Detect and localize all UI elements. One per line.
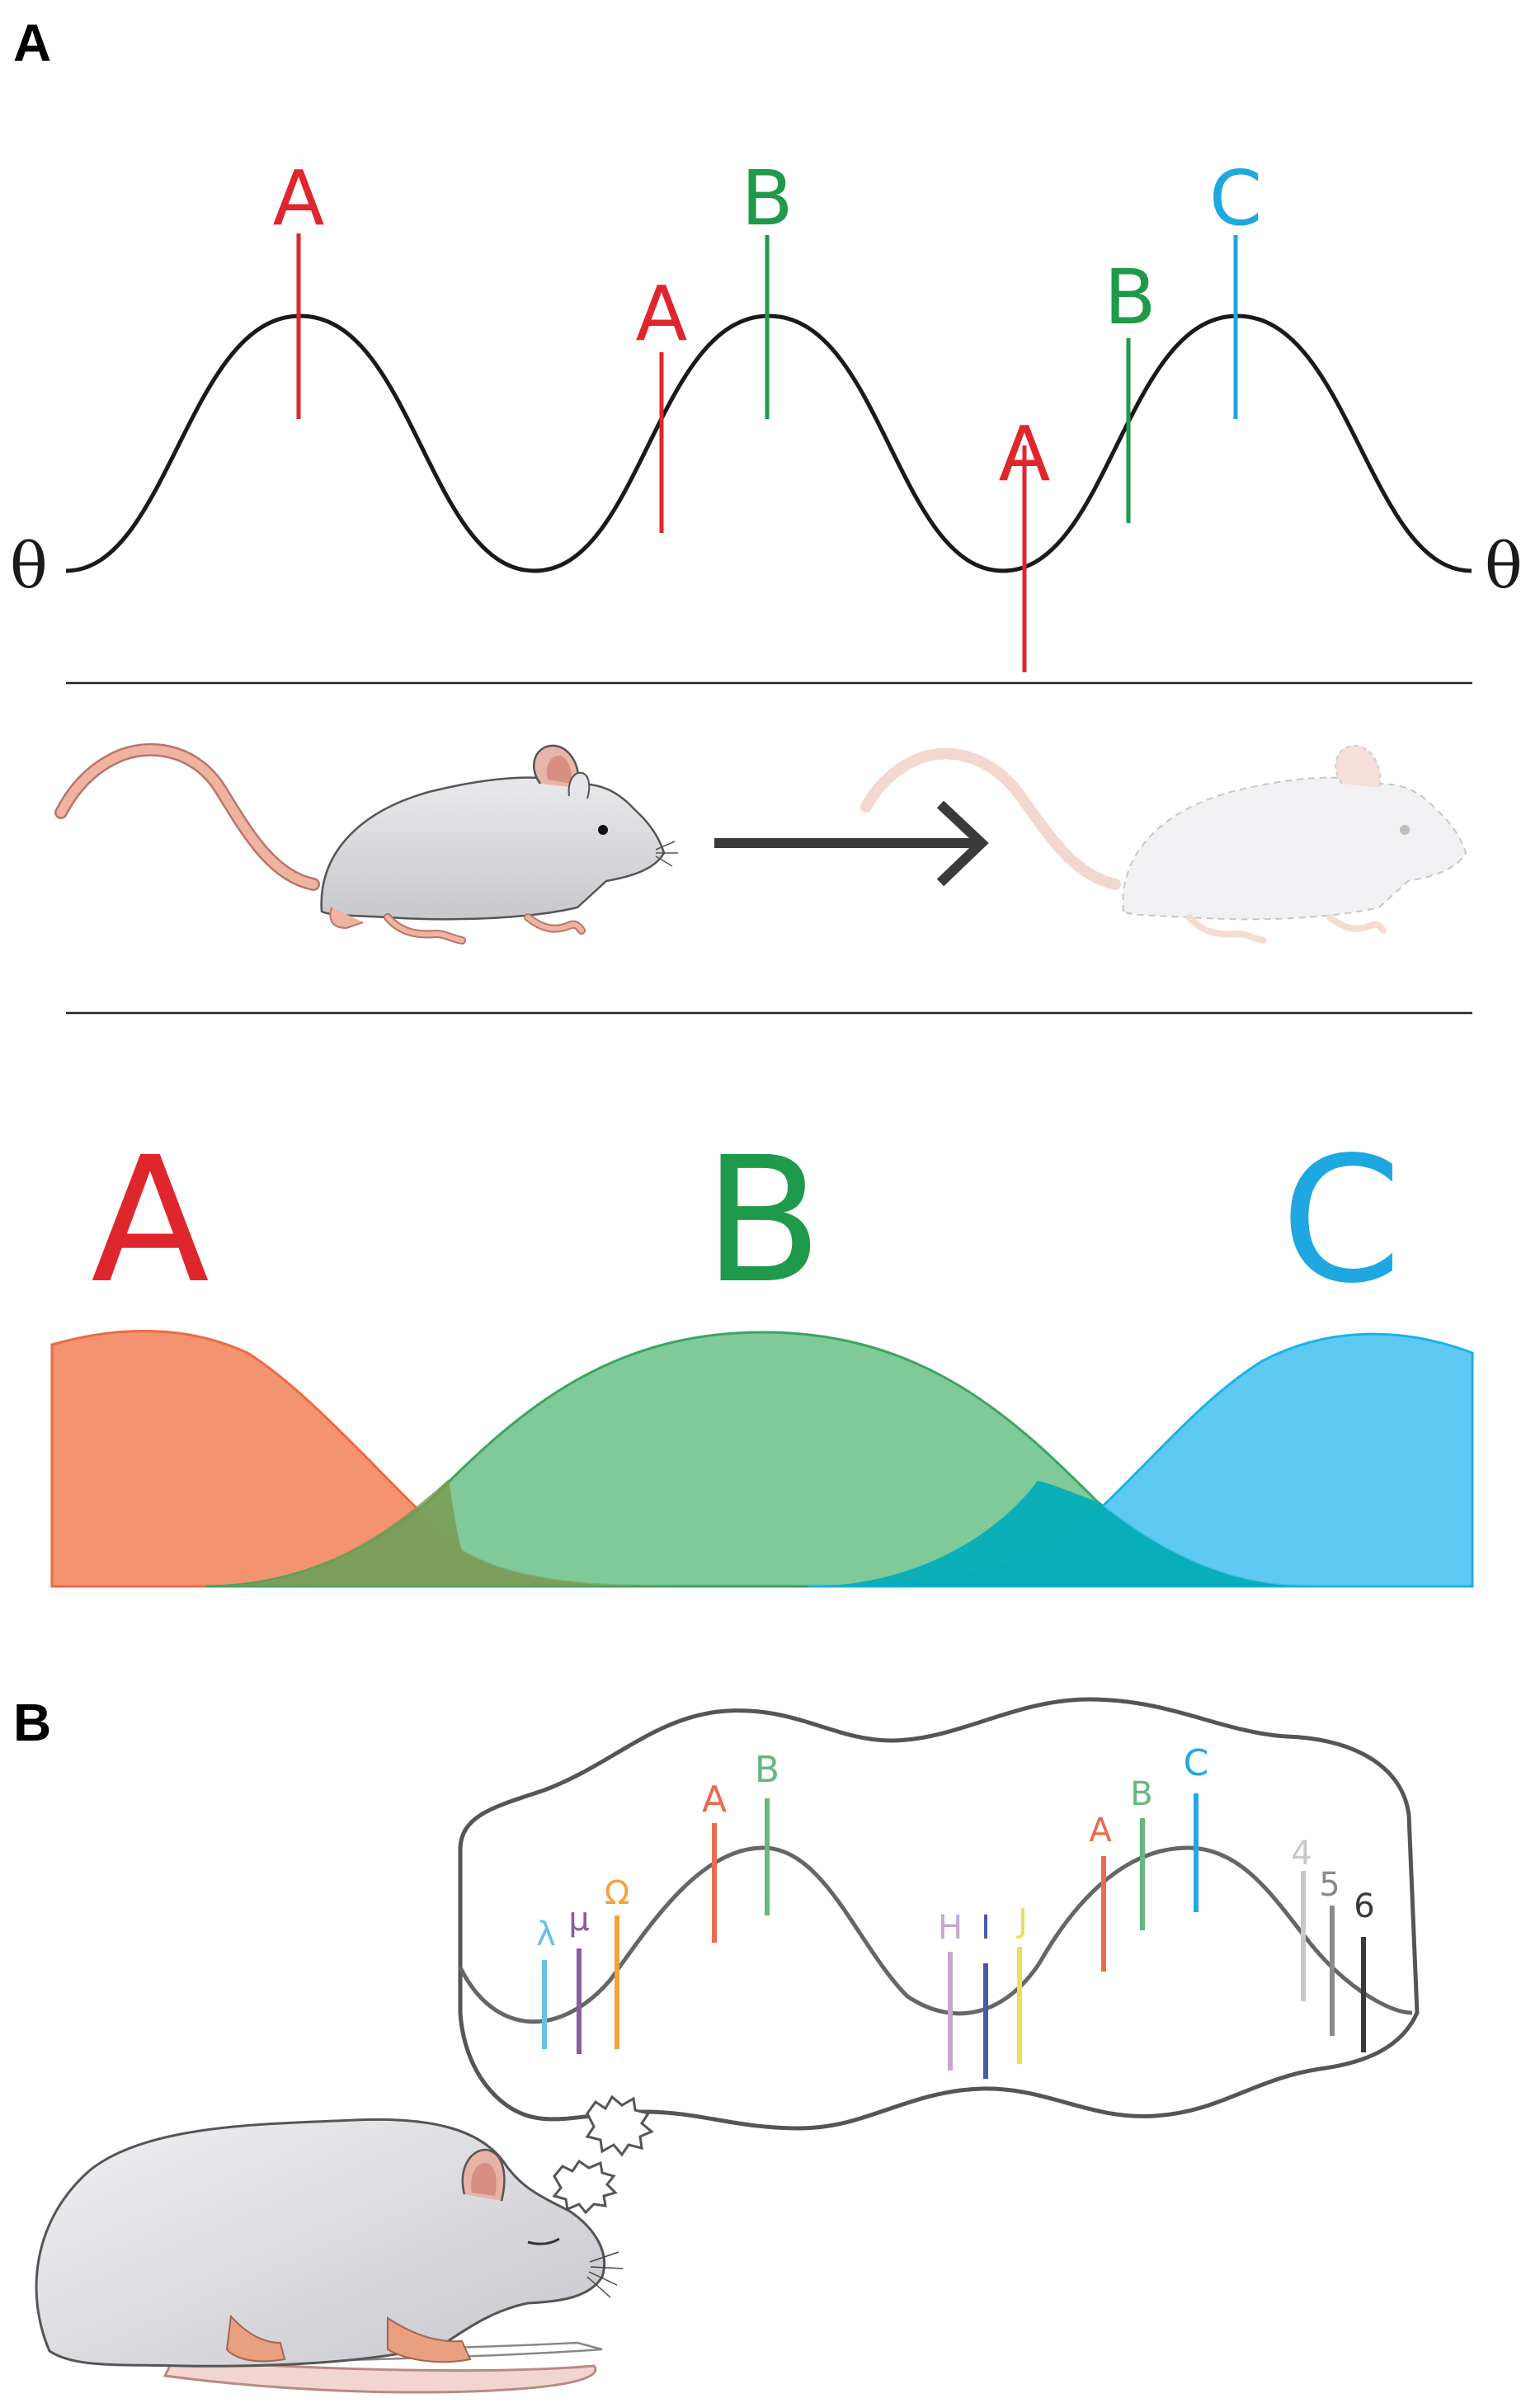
place-field-overlap-bc: [808, 1481, 1312, 1586]
theta-spike-c: C: [1209, 154, 1262, 419]
theta-spike-label: A: [999, 410, 1051, 498]
replay-spike-5: 5: [1319, 1866, 1340, 2036]
replay-spike-omega: Ω: [605, 1874, 630, 2049]
theta-spike-a-3: A: [999, 410, 1051, 672]
replay-spike-label: C: [1184, 1742, 1209, 1784]
theta-spike-label: A: [636, 270, 688, 358]
theta-spike-label: B: [1104, 253, 1156, 342]
replay-spike-a-2: A: [1089, 1812, 1112, 1972]
replay-spike-label: μ: [568, 1901, 589, 1939]
replay-spike-label: 4: [1291, 1835, 1312, 1873]
replay-spike-h: H: [938, 1909, 963, 2071]
replay-spike-label: A: [1089, 1812, 1112, 1849]
replay-spike-label: λ: [536, 1915, 556, 1953]
replay-spike-c: C: [1184, 1742, 1209, 1912]
thought-puff-1: [585, 2094, 654, 2157]
theta-spike-a-2: A: [636, 270, 688, 533]
theta-left-symbol: θ: [10, 529, 48, 602]
replay-spike-a-1: A: [702, 1779, 727, 1943]
place-field-label-b: B: [704, 1119, 822, 1322]
theta-spike-label: C: [1209, 154, 1262, 243]
replay-spike-b-2: B: [1130, 1775, 1153, 1930]
theta-spike-a-1: A: [273, 154, 325, 419]
replay-spike-6: 6: [1354, 1887, 1375, 2052]
replay-spike-label: B: [755, 1749, 779, 1791]
rat-sleeping: [35, 2118, 624, 2394]
replay-wave: [458, 1845, 1413, 2024]
mouse-running: [54, 743, 678, 945]
theta-spike-label: A: [273, 154, 325, 243]
replay-spike-label: I: [981, 1909, 991, 1947]
replay-spike-mu: μ: [568, 1901, 590, 2054]
thought-bubble: [458, 1697, 1420, 2131]
replay-spike-label: B: [1130, 1775, 1152, 1813]
theta-spike-b-2: B: [1104, 253, 1156, 523]
mouse-ghost: [860, 744, 1467, 944]
theta-spike-label: B: [741, 154, 793, 243]
replay-spike-lambda: λ: [536, 1915, 556, 2049]
replay-spike-j: J: [1015, 1902, 1028, 2064]
time-arrow: [714, 800, 989, 887]
panel-b-label: B: [13, 1693, 51, 1752]
place-field-label-c: C: [1281, 1119, 1402, 1322]
replay-spike-label: 5: [1319, 1866, 1340, 1904]
replay-spike-label: 6: [1354, 1887, 1374, 1925]
replay-spike-label: H: [938, 1909, 963, 1947]
theta-right-symbol: θ: [1485, 529, 1523, 602]
thought-puff-2: [552, 2159, 618, 2215]
panel-a-label: A: [13, 13, 51, 73]
theta-spike-b-1: B: [741, 154, 794, 419]
replay-spike-label: J: [1015, 1902, 1028, 1940]
replay-spike-i: I: [981, 1909, 991, 2079]
replay-spike-4: 4: [1291, 1835, 1312, 2001]
place-field-overlap-ab: [206, 1479, 691, 1586]
replay-spike-label: A: [702, 1779, 727, 1821]
replay-spike-b-1: B: [755, 1749, 779, 1915]
replay-spike-label: Ω: [605, 1874, 630, 1912]
place-field-label-a: A: [91, 1119, 210, 1322]
